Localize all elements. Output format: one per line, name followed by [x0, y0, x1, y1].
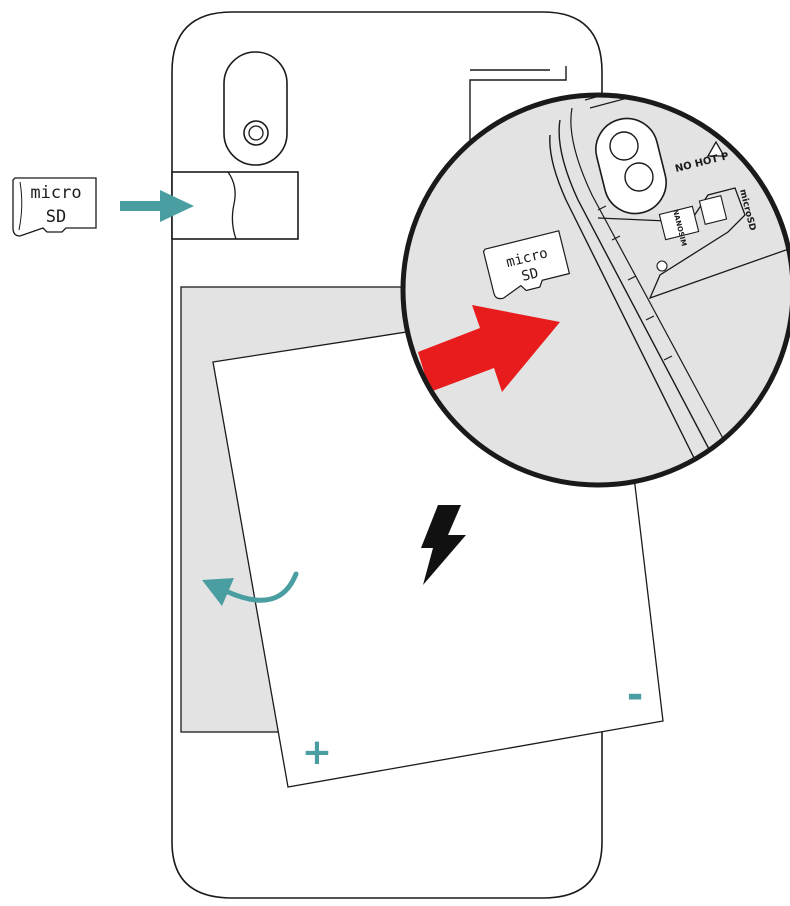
lightning-bolt-icon: [421, 505, 466, 585]
zoom-microsd-label-line2: SD: [520, 265, 540, 285]
card-slot: [171, 171, 299, 240]
battery-positive-label: +: [302, 732, 332, 773]
battery-negative-label: -: [627, 672, 644, 718]
microsd-card-label-line2: SD: [46, 207, 66, 227]
zoom-detail: [400, 92, 790, 488]
insert-arrow-icon: [120, 190, 194, 222]
rotate-arrow-icon: [202, 571, 299, 606]
microsd-card-label-line1: micro: [30, 183, 81, 203]
microsd-card-icon: [12, 177, 97, 237]
camera-module: [223, 51, 288, 166]
sim-tray-outline: [469, 66, 567, 145]
